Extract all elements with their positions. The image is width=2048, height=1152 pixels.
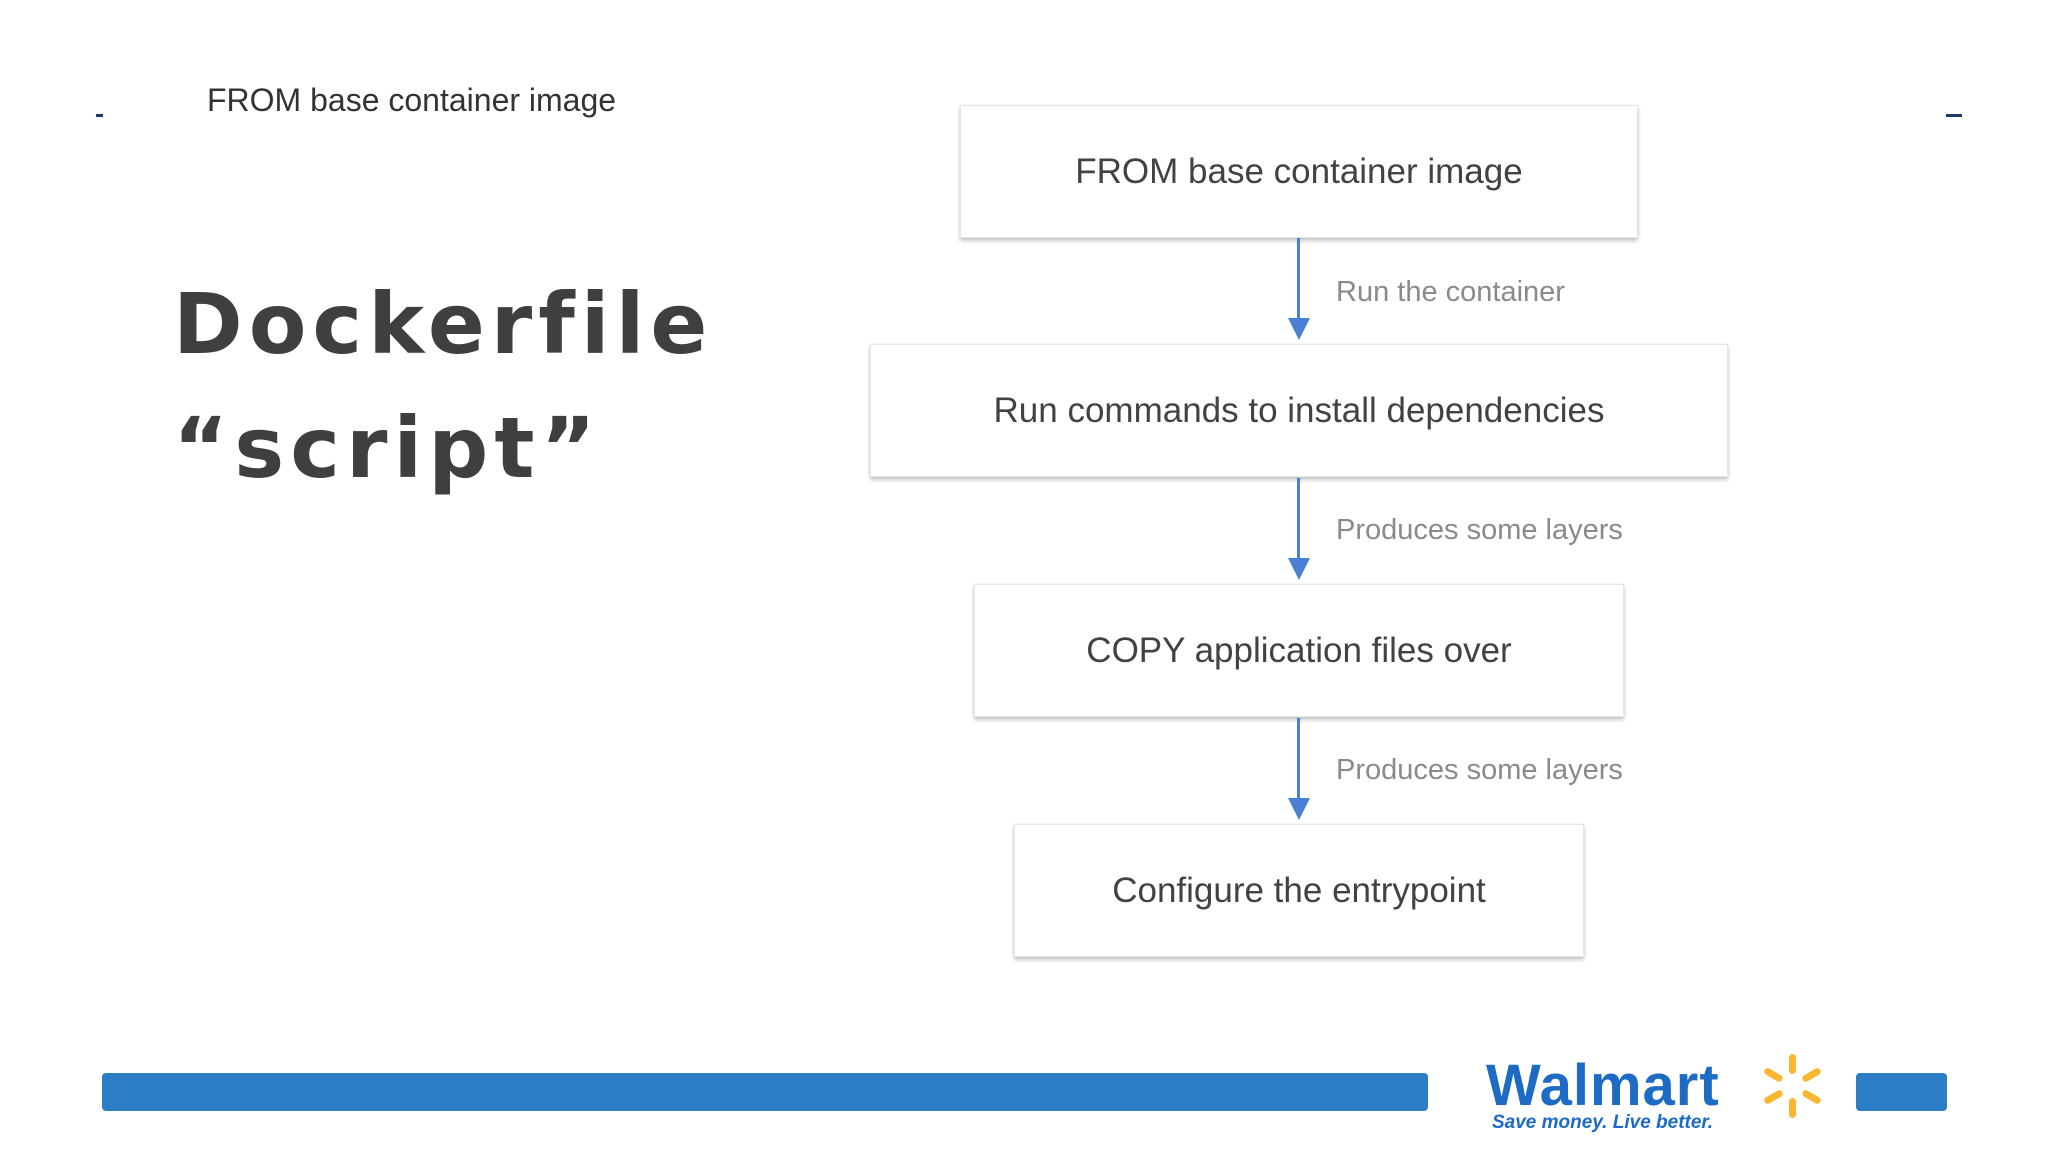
slide-caption: FROM base container image: [207, 82, 617, 118]
arrow-head-icon: [1288, 318, 1310, 340]
step-label-3: COPY application files over: [1086, 630, 1512, 670]
step-label-4: Configure the entrypoint: [1112, 870, 1486, 910]
spark-icon: [1764, 1054, 1821, 1118]
edge-label-2: Produces some layers: [1336, 514, 1623, 546]
flow-arrow-3: [1284, 718, 1314, 822]
slide-title: Dockerfile “script”: [173, 262, 713, 510]
walmart-logo: Walmart Save money. Live better.: [1480, 1052, 1840, 1152]
logo-wordmark: Walmart: [1486, 1053, 1720, 1118]
corner-mark-left: [96, 114, 103, 117]
flow-arrow-1: [1284, 238, 1314, 342]
arrow-head-icon: [1288, 798, 1310, 820]
flow-diagram: FROM base container image Run the contai…: [860, 96, 1740, 976]
step-box-1: FROM base container image: [960, 105, 1638, 238]
title-line-2: “script”: [173, 399, 602, 497]
step-label-1: FROM base container image: [1075, 151, 1523, 191]
footer-bar-right: [1856, 1073, 1947, 1111]
logo-tagline: Save money. Live better.: [1492, 1112, 1714, 1133]
step-label-2: Run commands to install dependencies: [993, 390, 1605, 430]
step-box-3: COPY application files over: [974, 584, 1624, 717]
title-line-1: Dockerfile: [173, 275, 714, 373]
footer-bar-left: [102, 1073, 1428, 1111]
arrow-head-icon: [1288, 558, 1310, 580]
step-box-4: Configure the entrypoint: [1014, 824, 1584, 957]
edge-label-3: Produces some layers: [1336, 754, 1623, 786]
corner-mark-right: [1946, 114, 1962, 117]
edge-label-1: Run the container: [1336, 276, 1565, 308]
flow-arrow-2: [1284, 478, 1314, 582]
step-box-2: Run commands to install dependencies: [870, 344, 1728, 477]
